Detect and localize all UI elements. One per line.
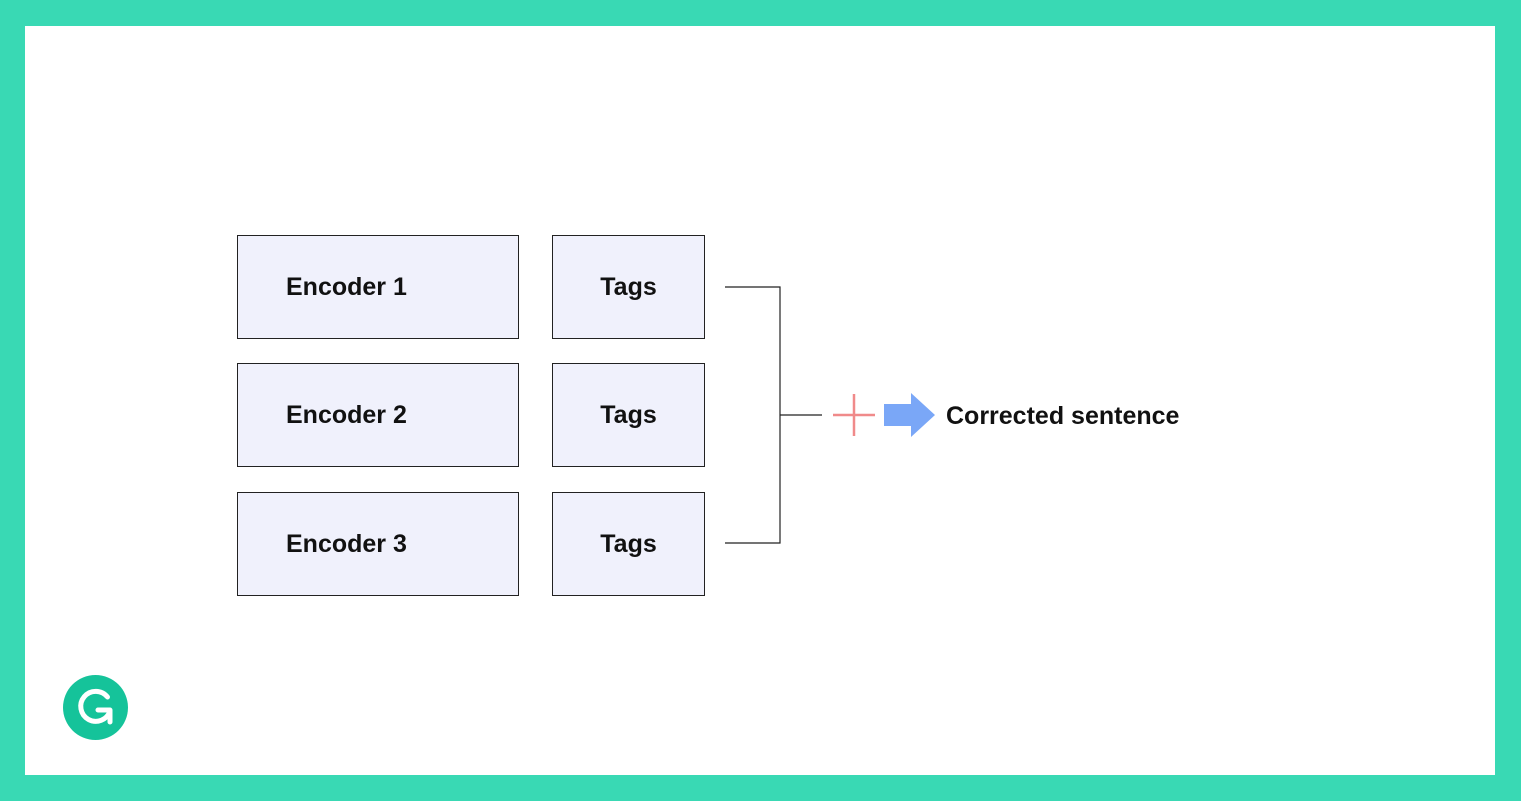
tags-box-2: Tags	[552, 363, 705, 467]
tags-label-2: Tags	[600, 400, 657, 429]
encoder-box-2: Encoder 2	[237, 363, 519, 467]
tags-box-3: Tags	[552, 492, 705, 596]
encoder-label-3: Encoder 3	[286, 529, 407, 558]
plus-icon	[833, 394, 875, 436]
encoder-box-3: Encoder 3	[237, 492, 519, 596]
encoder-box-1: Encoder 1	[237, 235, 519, 339]
output-label: Corrected sentence	[946, 402, 1180, 430]
bracket-connector	[725, 286, 781, 544]
tags-label-3: Tags	[600, 529, 657, 558]
encoder-label-1: Encoder 1	[286, 272, 407, 301]
grammarly-logo-icon	[63, 675, 128, 740]
right-arrow-icon	[884, 393, 935, 437]
encoder-label-2: Encoder 2	[286, 400, 407, 429]
tags-label-1: Tags	[600, 272, 657, 301]
tags-box-1: Tags	[552, 235, 705, 339]
